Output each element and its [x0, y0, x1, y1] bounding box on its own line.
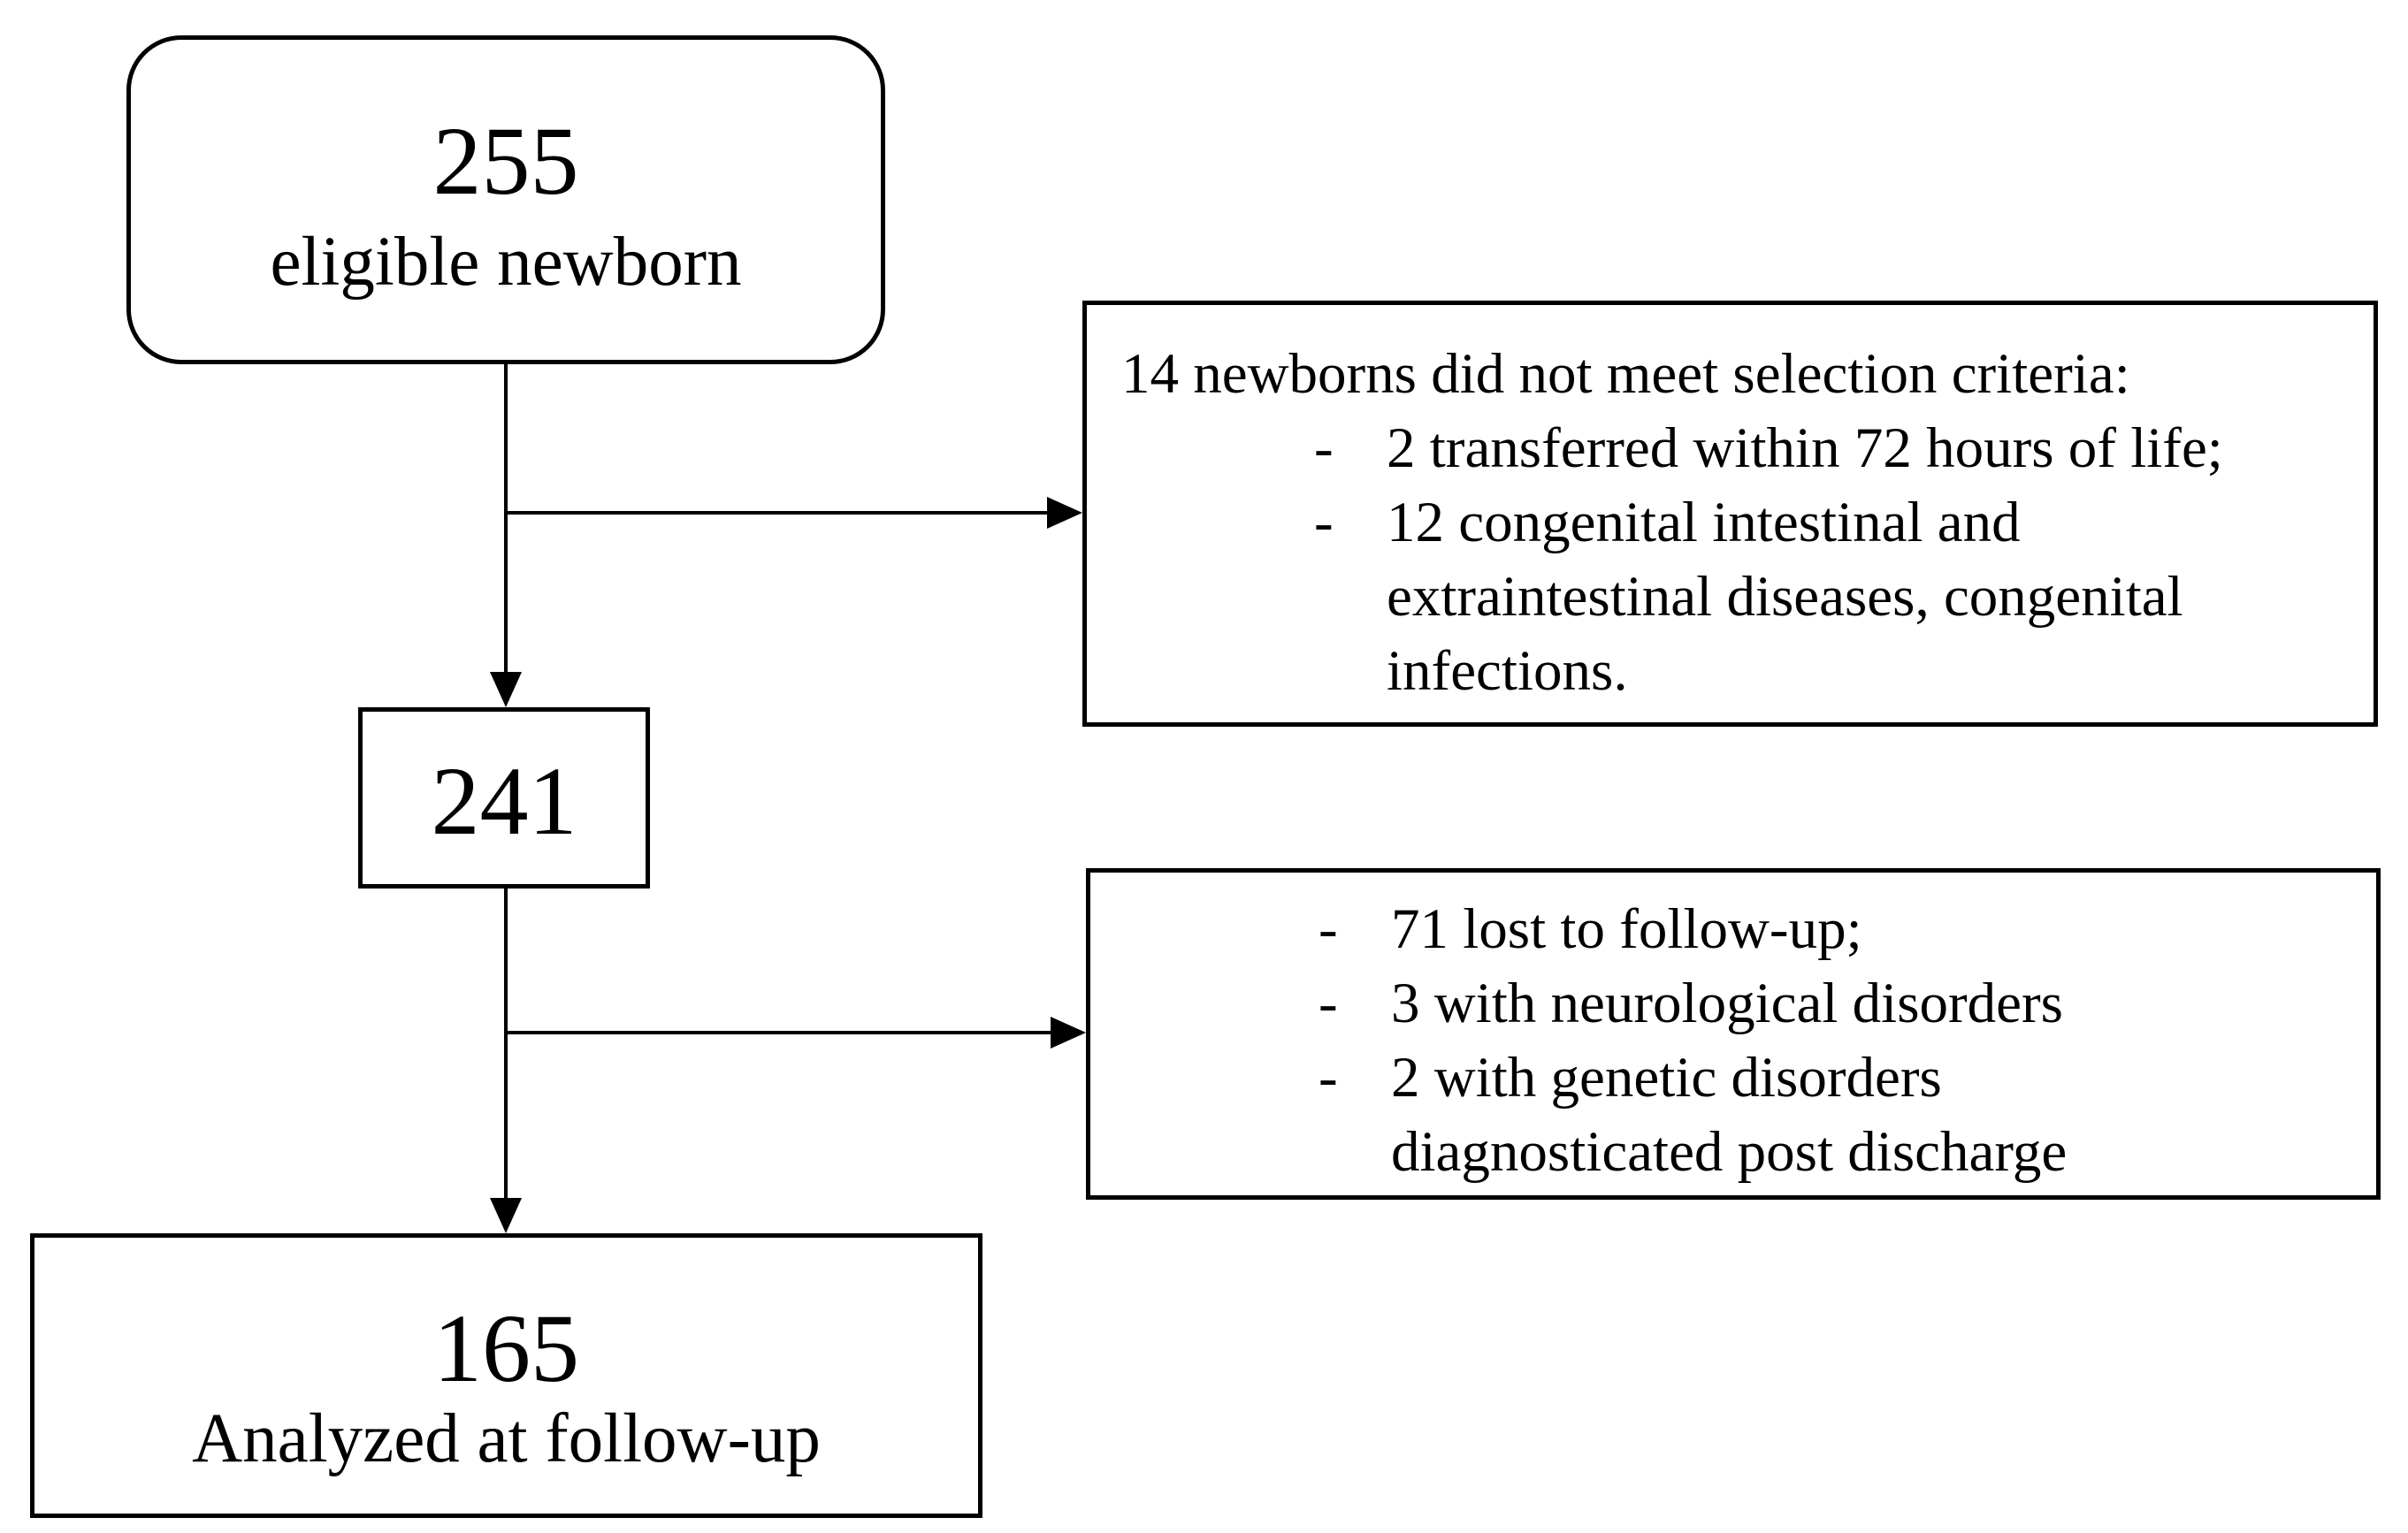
arrowhead-end [490, 1198, 522, 1233]
exclusion-item-transferred: 2 transferred within 72 hours of life; [1387, 416, 2223, 480]
exclusion-item-genetic-line2: diagnosticated post discharge [1391, 1120, 2068, 1184]
remaining-newborn-box: 241 [358, 707, 650, 889]
analyzed-count: 165 [433, 1294, 579, 1402]
exclusion-item-congenital-line1: 12 congenital intestinal and [1387, 491, 2021, 554]
analyzed-box: 165 Analyzed at follow-up [30, 1233, 982, 1518]
eligible-count: 255 [432, 107, 579, 215]
bullet-dash: - [1314, 491, 1334, 554]
bullet-dash: - [1319, 897, 1338, 961]
follow-up-exclusion-box: - 71 lost to follow-up; - 3 with neurolo… [1086, 868, 2381, 1200]
exclusion-criteria-box: 14 newborns did not meet selection crite… [1082, 301, 2378, 727]
eligible-label: eligible newborn [270, 224, 742, 301]
exclusion-header: 14 newborns did not meet selection crite… [1121, 342, 2130, 406]
exclusion-item-congenital-line2: extraintestinal diseases, congenital [1387, 565, 2183, 629]
arrowhead-middle [490, 672, 522, 707]
analyzed-label: Analyzed at follow-up [192, 1400, 821, 1477]
eligible-newborn-box: 255 eligible newborn [126, 35, 885, 364]
remaining-count: 241 [431, 747, 577, 855]
arrowhead-exclusion2 [1051, 1017, 1086, 1049]
arrowhead-exclusion1 [1047, 497, 1082, 529]
exclusion-item-congenital-line3: infections. [1387, 639, 1628, 703]
exclusion-item-genetic-line1: 2 with genetic disorders [1391, 1046, 1942, 1110]
bullet-dash: - [1319, 972, 1338, 1035]
bullet-dash: - [1319, 1046, 1338, 1110]
bullet-dash: - [1314, 416, 1334, 480]
exclusion-item-neurological: 3 with neurological disorders [1391, 972, 2063, 1035]
exclusion-item-lost: 71 lost to follow-up; [1391, 897, 1862, 961]
